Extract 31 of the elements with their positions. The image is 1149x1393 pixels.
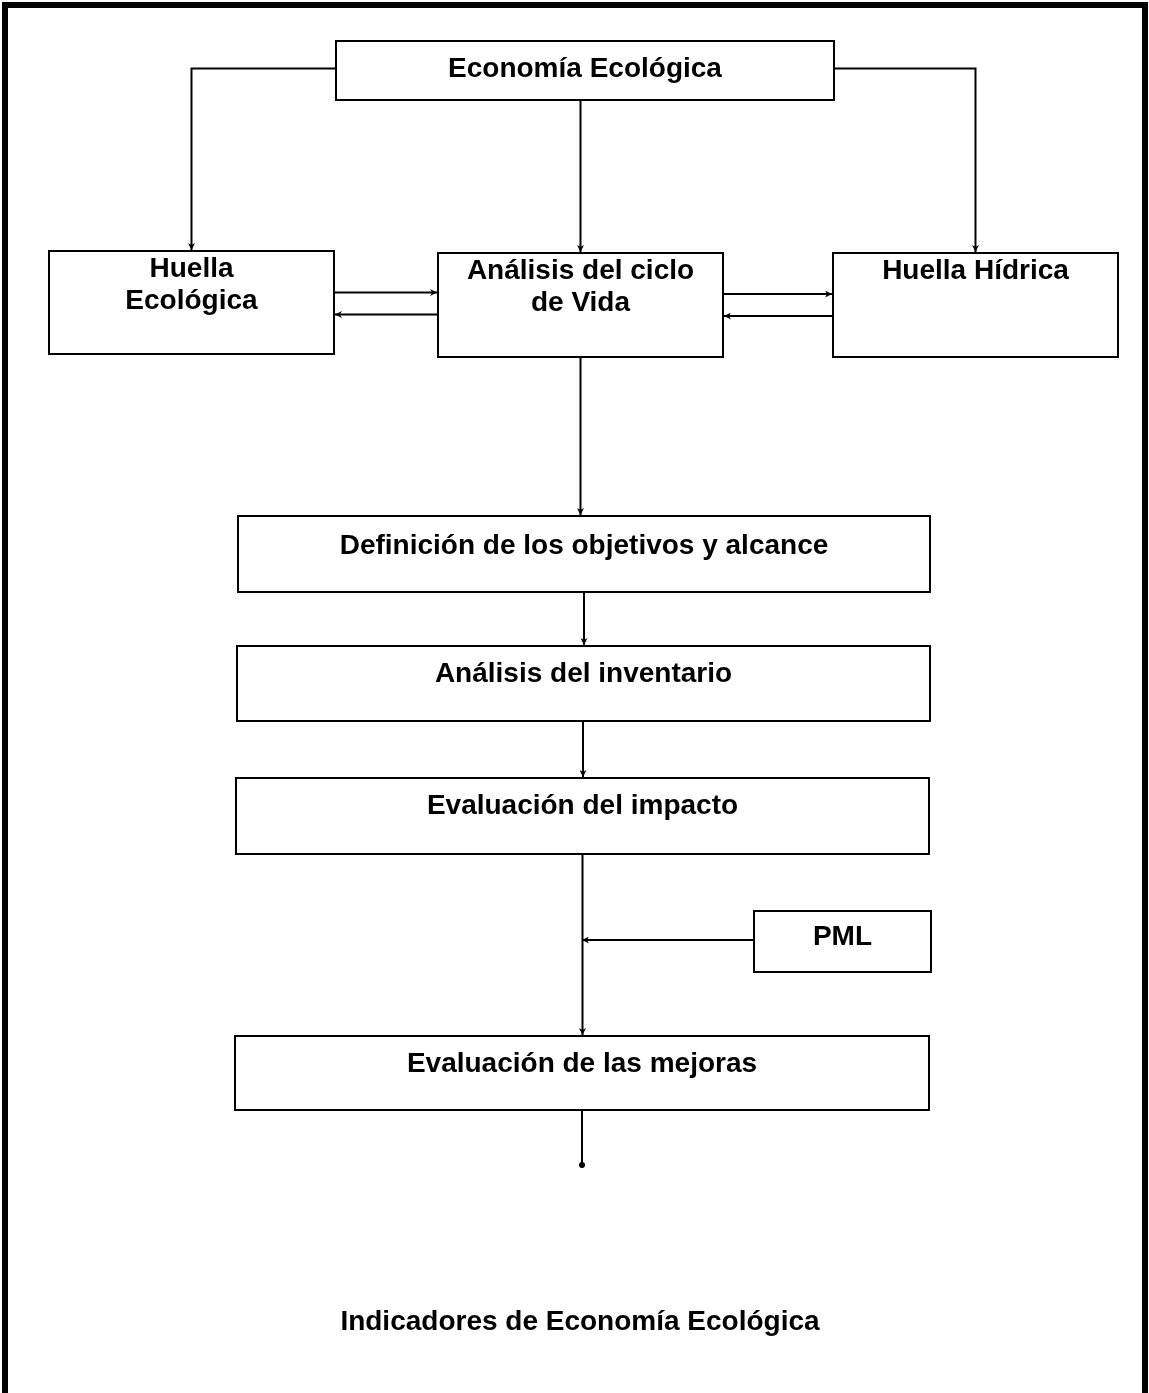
box-label: PML [812,920,873,953]
box-label: Huella Ecológica [124,252,259,317]
box-label: Evaluación de las mejoras [406,1047,758,1080]
box-label: Análisis del ciclo de Vida [465,254,696,319]
box-label: Economía Ecológica [448,52,722,85]
process-box [236,645,931,722]
box-label: Definición de los objetivos y alcance [339,529,829,562]
process-box [832,252,1119,358]
arrow [834,67,979,253]
arrow [581,936,754,944]
arrow [577,100,584,253]
process-box [437,252,724,358]
box-label: Análisis del inventario [434,657,733,690]
process-box [237,515,931,593]
arrow [723,312,833,320]
arrow [723,290,833,298]
arrow [188,67,336,251]
arrow [334,289,438,296]
process-box [753,910,932,973]
box-label: Evaluación del impacto [426,789,739,822]
arrow [579,854,586,1036]
arrow [577,357,584,516]
process-box [235,777,930,855]
process-box [335,40,835,101]
arrow [580,592,588,646]
arrow [334,311,438,318]
box-label: Huella Hídrica [882,254,1069,287]
caption: Indicadores de Economía Ecológica [339,1304,821,1338]
arrow [579,721,587,778]
process-box [48,250,335,355]
process-box [234,1035,930,1111]
